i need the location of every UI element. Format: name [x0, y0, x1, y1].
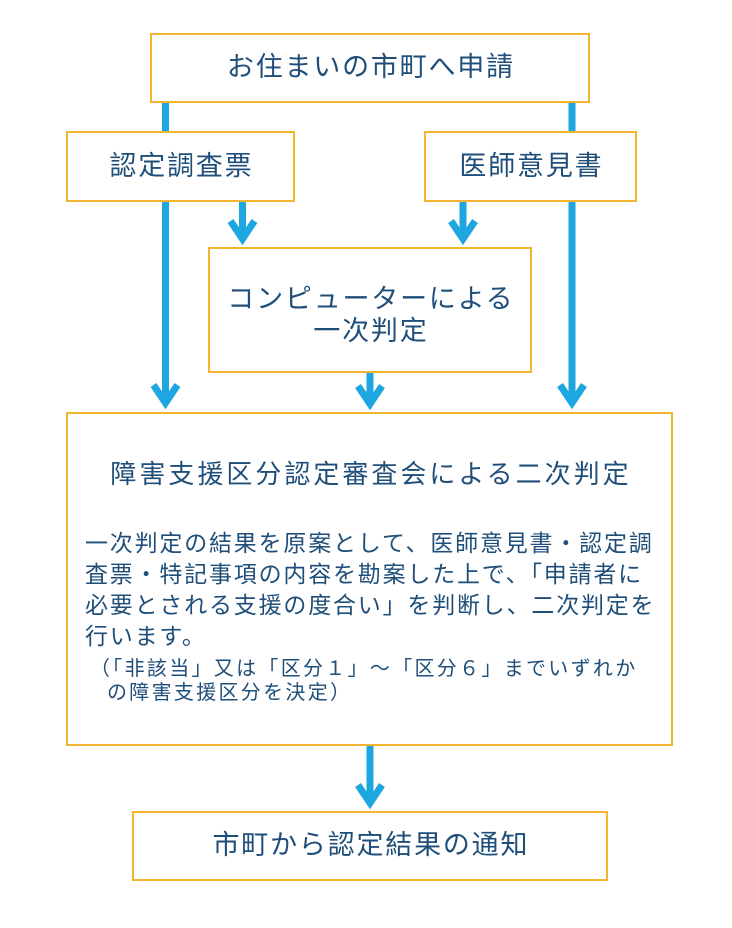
arrowhead-icon	[227, 219, 258, 246]
node-doctor-opinion: 医師意見書	[424, 131, 637, 202]
arrowhead-icon	[150, 383, 181, 410]
edge-computer-review	[355, 373, 385, 411]
review-description-line: 一次判定の結果を原案として、医師意見書・認定調	[85, 531, 654, 557]
review-note-line: （「非該当」又は「区分１」〜「区分６」までいずれか	[90, 656, 638, 680]
node-review-secondary-judgment: 障害支援区分認定審査会による二次判定 一次判定の結果を原案として、医師意見書・認…	[66, 412, 673, 746]
node-survey: 認定調査票	[66, 131, 295, 202]
review-description-line: 査票・特記事項の内容を勘案した上で、「申請者に	[85, 562, 643, 588]
node-computer-label-line2: 一次判定	[313, 316, 429, 347]
review-description: 一次判定の結果を原案として、医師意見書・認定調 査票・特記事項の内容を勘案した上…	[85, 529, 655, 653]
review-description-line: 必要とされる支援の度合い」を判断し、二次判定を	[85, 593, 656, 619]
arrowhead-icon	[355, 783, 385, 810]
node-survey-label: 認定調査票	[109, 150, 254, 182]
arrowhead-icon	[448, 219, 478, 246]
node-doctor-opinion-label: 医師意見書	[459, 150, 604, 182]
node-apply: お住まいの市町へ申請	[150, 33, 590, 103]
arrowhead-icon	[557, 383, 587, 410]
review-description-line: 行います。	[85, 624, 207, 650]
edge-doctor-computer	[448, 202, 478, 246]
node-computer-primary-judgment: コンピューターによる 一次判定	[208, 247, 532, 373]
edge-survey-computer	[227, 202, 258, 246]
edge-review-notice	[355, 746, 385, 810]
review-note: （「非該当」又は「区分１」〜「区分６」までいずれか の障害支援区分を決定）	[90, 656, 638, 704]
node-computer-label-line1: コンピューターによる	[227, 284, 515, 315]
review-title: 障害支援区分認定審査会による二次判定	[110, 460, 632, 490]
arrowhead-icon	[355, 384, 385, 411]
node-apply-label: お住まいの市町へ申請	[226, 52, 515, 83]
node-result-notice: 市町から認定結果の通知	[132, 811, 608, 881]
review-note-line: の障害支援区分を決定）	[107, 680, 353, 704]
node-result-notice-label: 市町から認定結果の通知	[212, 830, 530, 861]
